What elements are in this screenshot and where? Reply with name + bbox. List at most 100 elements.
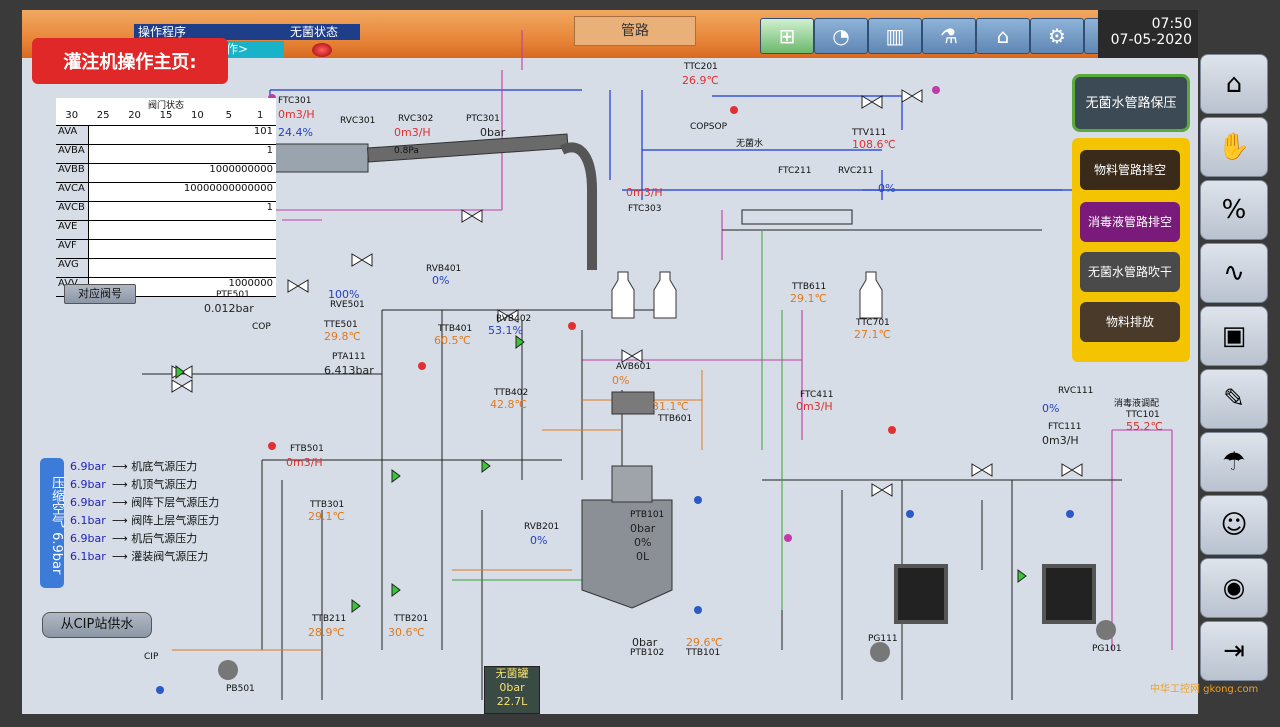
diagram-label-rvb402-pct: 53.1% [488, 324, 523, 337]
diagram-label-avb601-pct: 0% [612, 374, 630, 387]
diagram-label-ftc301: FTC301 [278, 96, 312, 106]
menu-button-home[interactable]: ⌂ [1200, 54, 1268, 114]
tab-home[interactable]: ⌂ [976, 18, 1030, 54]
air-pressure-row: 6.9bar⟶ 机底气源压力 [70, 458, 197, 474]
clock-time: 07:50 [1151, 16, 1192, 32]
valve-group-label: AVCB [56, 202, 88, 220]
diagram-label-pte501: PTE501 [216, 290, 250, 300]
tab-gauge[interactable]: ◔ [814, 18, 868, 54]
air-pressure-value: 6.9bar [70, 532, 106, 545]
sterile-water-dry-button[interactable]: 无菌水管路吹干 [1080, 252, 1180, 292]
pipes-green [452, 230, 783, 610]
valve-group-label: AVG [56, 259, 88, 277]
disinfectant-drain-button[interactable]: 消毒液管路排空 [1080, 202, 1180, 242]
valve-number-button[interactable]: 对应阀号 [64, 284, 136, 304]
valve-group-value [88, 259, 276, 277]
diagram-label-level: 0L [636, 550, 650, 563]
compressed-air-tag: 压缩空气 6.9bar [40, 458, 64, 588]
diagram-label-ttb601: TTB601 [658, 414, 693, 424]
diagram-label-cip: CIP [144, 652, 159, 662]
diagram-label-ttb401: TTB401 [438, 324, 473, 334]
air-pressure-label: 机顶气源压力 [131, 478, 198, 491]
air-pressure-row: 6.1bar⟶ 阀阵上层气源压力 [70, 512, 219, 528]
diagram-label-ftc411: FTC411 [800, 390, 834, 400]
valve-group-value: 101 [88, 126, 276, 144]
diagram-label-ttc101: TTC101 [1126, 410, 1160, 420]
valve-group-label: AVE [56, 221, 88, 239]
diagram-label-ptb101-pct: 0% [634, 536, 652, 549]
air-pressure-value: 6.1bar [70, 514, 106, 527]
menu-button-feather[interactable]: ✎ [1200, 369, 1268, 429]
diagram-label-tte501: TTE501 [324, 320, 358, 330]
diagram-label-ttb201-val: 30.6℃ [388, 626, 425, 639]
valve-group-value: 1 [88, 202, 276, 220]
percent-icon: % [1221, 195, 1247, 225]
hmi-screen: 操作程序 操作> 无菌状态 管路 ⊞ ◔ ▥ ⚗ ⌂ ⚙ ☷ 07:50 07-… [22, 10, 1198, 714]
monitor-icon: ▣ [1221, 321, 1247, 351]
tab-settings[interactable]: ⚙ [1030, 18, 1084, 54]
material-discharge-button[interactable]: 物料排放 [1080, 302, 1180, 342]
diagram-label-ptc301-val: 0bar [480, 126, 506, 139]
pump-pg101 [1096, 620, 1116, 640]
diagram-label-ttc701-val: 27.1℃ [854, 328, 891, 341]
function-panel: 物料管路排空 消毒液管路排空 无菌水管路吹干 物料排放 [1072, 138, 1190, 362]
valve-group-value: 10000000000000 [88, 183, 276, 201]
diagram-label-ttb402-val: 42.8℃ [490, 398, 527, 411]
diagram-label-ttb401-val: 60.5℃ [434, 334, 471, 347]
diagram-label-ttc201: TTC201 [684, 62, 718, 72]
diagram-label-ptc301: PTC301 [466, 114, 500, 124]
pressure-arrow-icon: ⟶ [112, 532, 132, 545]
tab-bottles[interactable]: ⚗ [922, 18, 976, 54]
menu-button-percent[interactable]: % [1200, 180, 1268, 240]
menu-button-sound[interactable]: ◉ [1200, 558, 1268, 618]
diagram-label-ttv111-val: 108.6℃ [852, 138, 896, 151]
pump-pb501 [218, 660, 238, 680]
clock: 07:50 07-05-2020 [1098, 10, 1198, 58]
material-drain-button[interactable]: 物料管路排空 [1080, 150, 1180, 190]
valves-open [175, 335, 1027, 613]
sterile-tank-readout: 无菌罐 0bar 22.7L [484, 666, 540, 714]
diagram-label-rvb401-pct: 0% [432, 274, 450, 287]
diagram-label-ttb201: TTB201 [394, 614, 429, 624]
air-pressure-row: 6.9bar⟶ 阀阵下层气源压力 [70, 494, 219, 510]
top-bar: 操作程序 操作> 无菌状态 管路 ⊞ ◔ ▥ ⚗ ⌂ ⚙ ☷ 07:50 07-… [22, 10, 1198, 58]
scale-tick: 25 [96, 110, 110, 121]
diagram-label-rvb201: RVB201 [524, 522, 560, 532]
pressure-arrow-icon: ⟶ [112, 478, 132, 491]
diagram-label-pte501-val: 0.012bar [204, 302, 254, 315]
valve-group-value [88, 240, 276, 258]
diagram-label-ttb611: TTB611 [792, 282, 827, 292]
mixing-tank [581, 499, 673, 609]
menu-button-exit[interactable]: ⇥ [1200, 621, 1268, 681]
air-pressure-label: 机后气源压力 [131, 532, 198, 545]
diagram-label-ftc301-val: 0m3/H [278, 108, 315, 121]
diagram-label-avb601: AVB601 [616, 362, 652, 372]
tank-pressure: 0bar [499, 681, 525, 694]
sterile-status-indicator [312, 43, 332, 57]
pressure-arrow-icon: ⟶ [112, 460, 132, 473]
diagram-label-ftc303-val: 0m3/H [626, 186, 663, 199]
valve-group-label: AVBA [56, 145, 88, 163]
menu-button-shower[interactable]: ☂ [1200, 432, 1268, 492]
diagram-label-ttb301: TTB301 [310, 500, 345, 510]
diagram-label-ttv111: TTV111 [852, 128, 887, 138]
sterile-status-label: 无菌状态 [284, 24, 360, 40]
diagram-label-rvc111-pct: 0% [1042, 402, 1060, 415]
nav-title[interactable]: 管路 [574, 16, 696, 46]
menu-button-wave[interactable]: ∿ [1200, 243, 1268, 303]
diagram-label-p08: 0.8Pa [394, 146, 419, 156]
diagram-label-ttb101: TTB101 [686, 648, 721, 658]
menu-button-user[interactable]: ☺ [1200, 495, 1268, 555]
sterile-water-pressure-button[interactable]: 无菌水管路保压 [1072, 74, 1190, 132]
tab-heater[interactable]: ▥ [868, 18, 922, 54]
diagram-label-ftb501-val: 0m3/H [286, 456, 323, 469]
tab-pipeline[interactable]: ⊞ [760, 18, 814, 54]
diagram-label-pb501: PB501 [226, 684, 255, 694]
menu-button-hand[interactable]: ✋ [1200, 117, 1268, 177]
diagram-label-ttb211-val: 28.9℃ [308, 626, 345, 639]
valve-group-value: 1 [88, 145, 276, 163]
cip-supply-button[interactable]: 从CIP站供水 [42, 612, 152, 638]
menu-button-monitor[interactable]: ▣ [1200, 306, 1268, 366]
